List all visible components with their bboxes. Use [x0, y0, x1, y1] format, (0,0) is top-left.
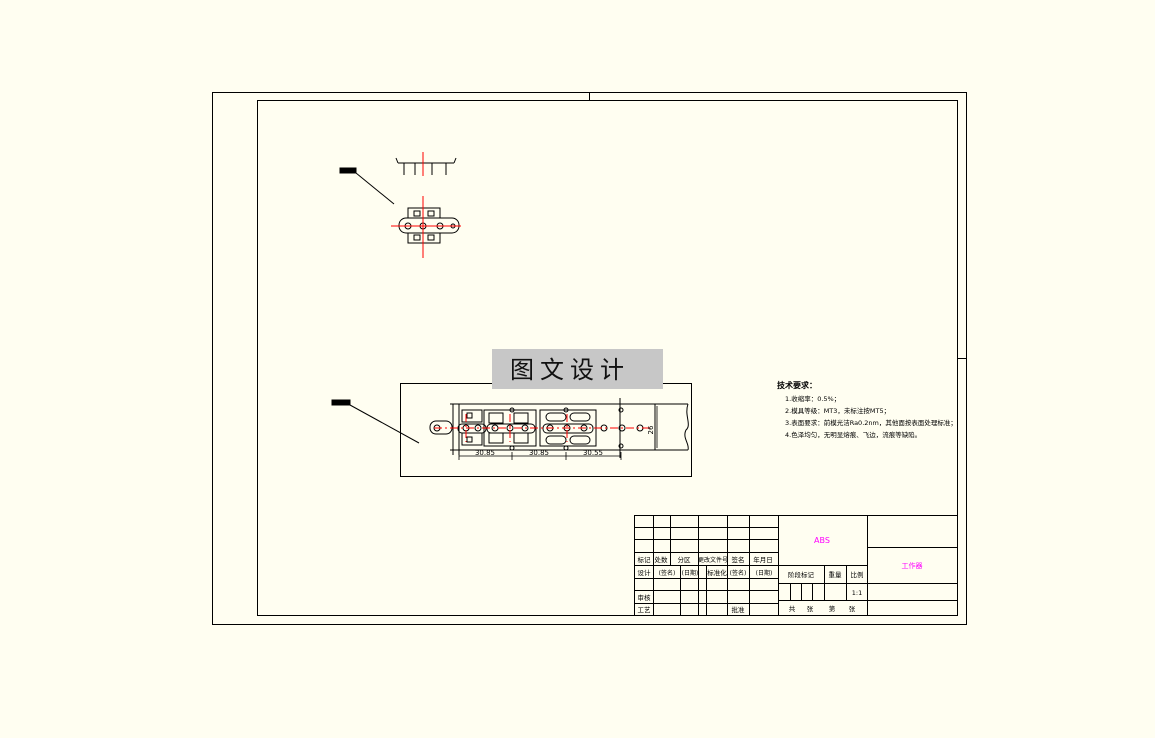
tb-scale: 比例	[851, 570, 864, 579]
tb-material: ABS	[814, 536, 830, 545]
dim-height: 26	[647, 425, 655, 434]
dim-pitch-3: 30.55	[583, 449, 603, 457]
top-view-part	[339, 157, 460, 244]
view-label-bar-upper	[339, 167, 357, 174]
tb-weight: 重量	[829, 571, 843, 579]
tb-standardize-sign: (签名)	[730, 569, 747, 577]
leader-line-upper	[355, 172, 395, 205]
tb-process-label: 工艺	[638, 606, 652, 614]
tech-requirements-title: 技术要求：	[777, 380, 817, 390]
drawing-frame	[212, 92, 967, 625]
tb-sheet-unit2: 张	[849, 604, 856, 613]
tb-header-count: 处数	[655, 555, 669, 564]
title-block-text: 标记 处数 分区 更改文件号 签名 年月日 设计 (签名) (日期) 标准化 (…	[638, 536, 923, 614]
dimension-texts: 30.85 30.85 30.55 26	[475, 425, 655, 457]
dim-pitch-1: 30.85	[475, 449, 495, 457]
tb-header-zone: 分区	[678, 555, 692, 564]
dim-pitch-2: 30.85	[529, 449, 549, 457]
tb-header-sign: 签名	[732, 555, 745, 564]
tb-stage-mark: 阶段标记	[788, 570, 815, 579]
tb-approve-label: 批准	[732, 605, 746, 614]
leader-line-lower	[349, 404, 420, 444]
tech-requirement-2: 2.模具等级：MT3，未标注按MT5；	[785, 406, 890, 415]
center-lines-strip	[434, 414, 650, 442]
tech-requirement-1: 1.收缩率：0.5%；	[785, 394, 840, 403]
watermark: 图文设计	[492, 349, 663, 389]
tb-scale-value: 1:1	[852, 589, 862, 597]
tech-requirements: 技术要求： 1.收缩率：0.5%； 2.模具等级：MT3，未标注按MT5； 3.…	[777, 380, 957, 439]
tb-sheet-num: 第	[829, 604, 836, 613]
watermark-text: 图文设计	[510, 356, 630, 384]
tb-part-name: 工作器	[902, 561, 923, 570]
view-label-bar-lower	[331, 399, 351, 406]
title-block	[634, 515, 958, 616]
tb-design-date: (日期)	[682, 569, 699, 577]
tb-design-sign: (签名)	[659, 569, 676, 577]
tb-header-mark: 标记	[638, 555, 652, 564]
tech-requirement-3: 3.表面要求：前模光洁Ra0.2nm，其他面按表面处理标准；	[785, 418, 957, 427]
tech-requirement-4: 4.色泽均匀，无明显熔痕、飞边，流痕等缺陷。	[785, 430, 921, 439]
strip-layout-view	[331, 383, 692, 477]
tb-sheet-unit: 张	[807, 604, 814, 613]
tb-review-label: 审核	[638, 593, 652, 602]
tb-standardize-label: 标准化	[707, 568, 727, 577]
dimension-lines	[458, 406, 658, 460]
watermark-background	[492, 349, 663, 389]
tb-design-label: 设计	[638, 568, 652, 577]
center-lines-upper	[391, 152, 461, 258]
tb-header-date: 年月日	[753, 555, 773, 564]
tb-header-change-doc: 更改文件号	[698, 556, 728, 564]
tb-sheet-total: 共	[789, 604, 796, 613]
tb-standardize-date: (日期)	[756, 569, 773, 577]
